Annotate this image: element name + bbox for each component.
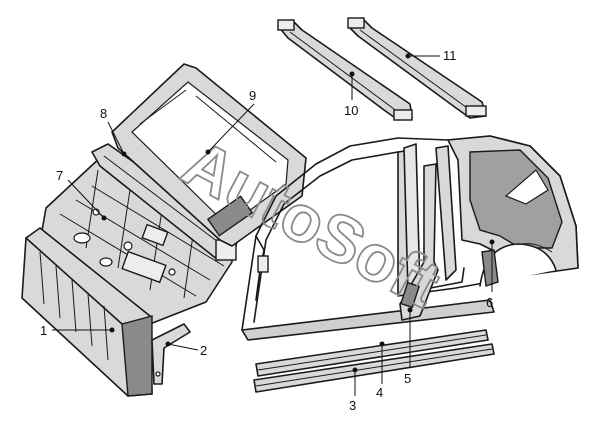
door-post-reinforcement: [399, 163, 439, 321]
roof-bow-front: [277, 19, 413, 121]
callout-number: 6: [486, 295, 493, 310]
callout-number: 11: [443, 48, 457, 63]
callout-6: 6: [486, 239, 495, 310]
bracket: [151, 323, 191, 385]
callout-1: 1: [40, 323, 115, 338]
callout-number: 9: [249, 88, 256, 103]
callout-number: 7: [56, 168, 63, 183]
rear-end-panel: [21, 227, 153, 397]
roof-bow-rear: [347, 17, 487, 119]
callout-7: 7: [56, 168, 107, 221]
rear-floor-panel: [39, 155, 233, 325]
callout-8: 8: [100, 106, 127, 157]
callout-11: 11: [405, 48, 457, 63]
inner-sill: [255, 329, 489, 377]
callout-number: 3: [349, 398, 356, 413]
callout-9: 9: [205, 88, 256, 155]
callout-2: 2: [165, 341, 207, 358]
callout-number: 8: [100, 106, 107, 121]
callout-number: 1: [40, 323, 47, 338]
callout-3: 3: [349, 367, 358, 413]
callout-number: 5: [404, 371, 411, 386]
callout-5: 5: [404, 307, 413, 386]
callout-4: 4: [376, 341, 385, 400]
callout-number: 10: [344, 103, 358, 118]
side-body-frame: [241, 135, 579, 341]
callout-10: 10: [344, 71, 358, 118]
callout-number: 4: [376, 385, 383, 400]
callout-number: 2: [200, 343, 207, 358]
back-window-frame: [111, 63, 307, 247]
outer-sill: [253, 343, 495, 393]
